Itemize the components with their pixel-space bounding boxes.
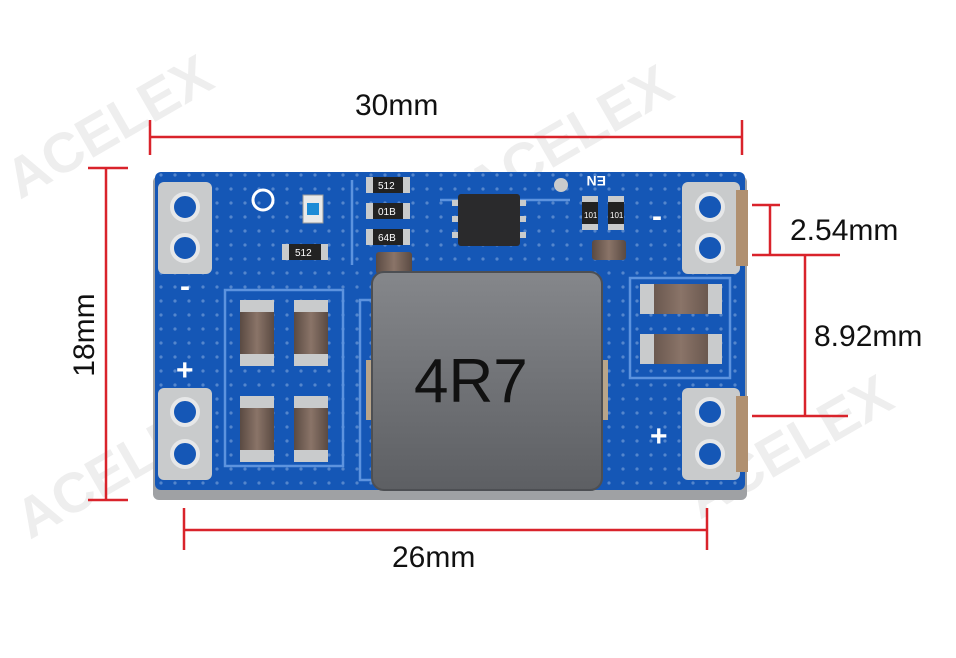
ic-chip [452,194,526,246]
inductor-marking: 4R7 [414,347,528,416]
pin-pitch-dimension-label: 2.54mm [790,214,899,247]
minus-label: - [652,200,662,233]
right-pads-top [682,182,748,274]
resistor-marking: 512 [295,248,312,259]
left-pads-bottom [158,388,212,480]
polarity-labels: - + - + EN [176,173,668,453]
minus-label: - [180,270,190,303]
resistor-marking: 512 [378,181,395,192]
input-capacitors [240,300,328,462]
right-pads-bottom [682,388,748,480]
output-capacitors [640,284,722,364]
resistor-marking: 101 [584,211,598,220]
left-pads-top [158,182,212,274]
small-capacitors [376,240,626,274]
height-dimension-label: 18mm [68,293,101,377]
resistor-marking: 64B [378,233,396,244]
dimension-lines [88,120,848,550]
pin-span-dimension-label: 26mm [392,541,476,574]
resistor-marking: 101 [610,211,624,220]
plus-label: + [176,354,194,387]
resistor-marking: 01B [378,207,396,218]
inductor: 4R7 [366,271,608,491]
width-dimension-label: 30mm [355,89,439,122]
pin-group-spacing-label: 8.92mm [814,320,923,353]
en-pad [554,178,568,192]
enable-label: EN [587,173,606,189]
plus-label: + [650,420,668,453]
fiducial [251,188,275,212]
resistors: 512 01B 64B 512 101 101 [282,177,624,260]
